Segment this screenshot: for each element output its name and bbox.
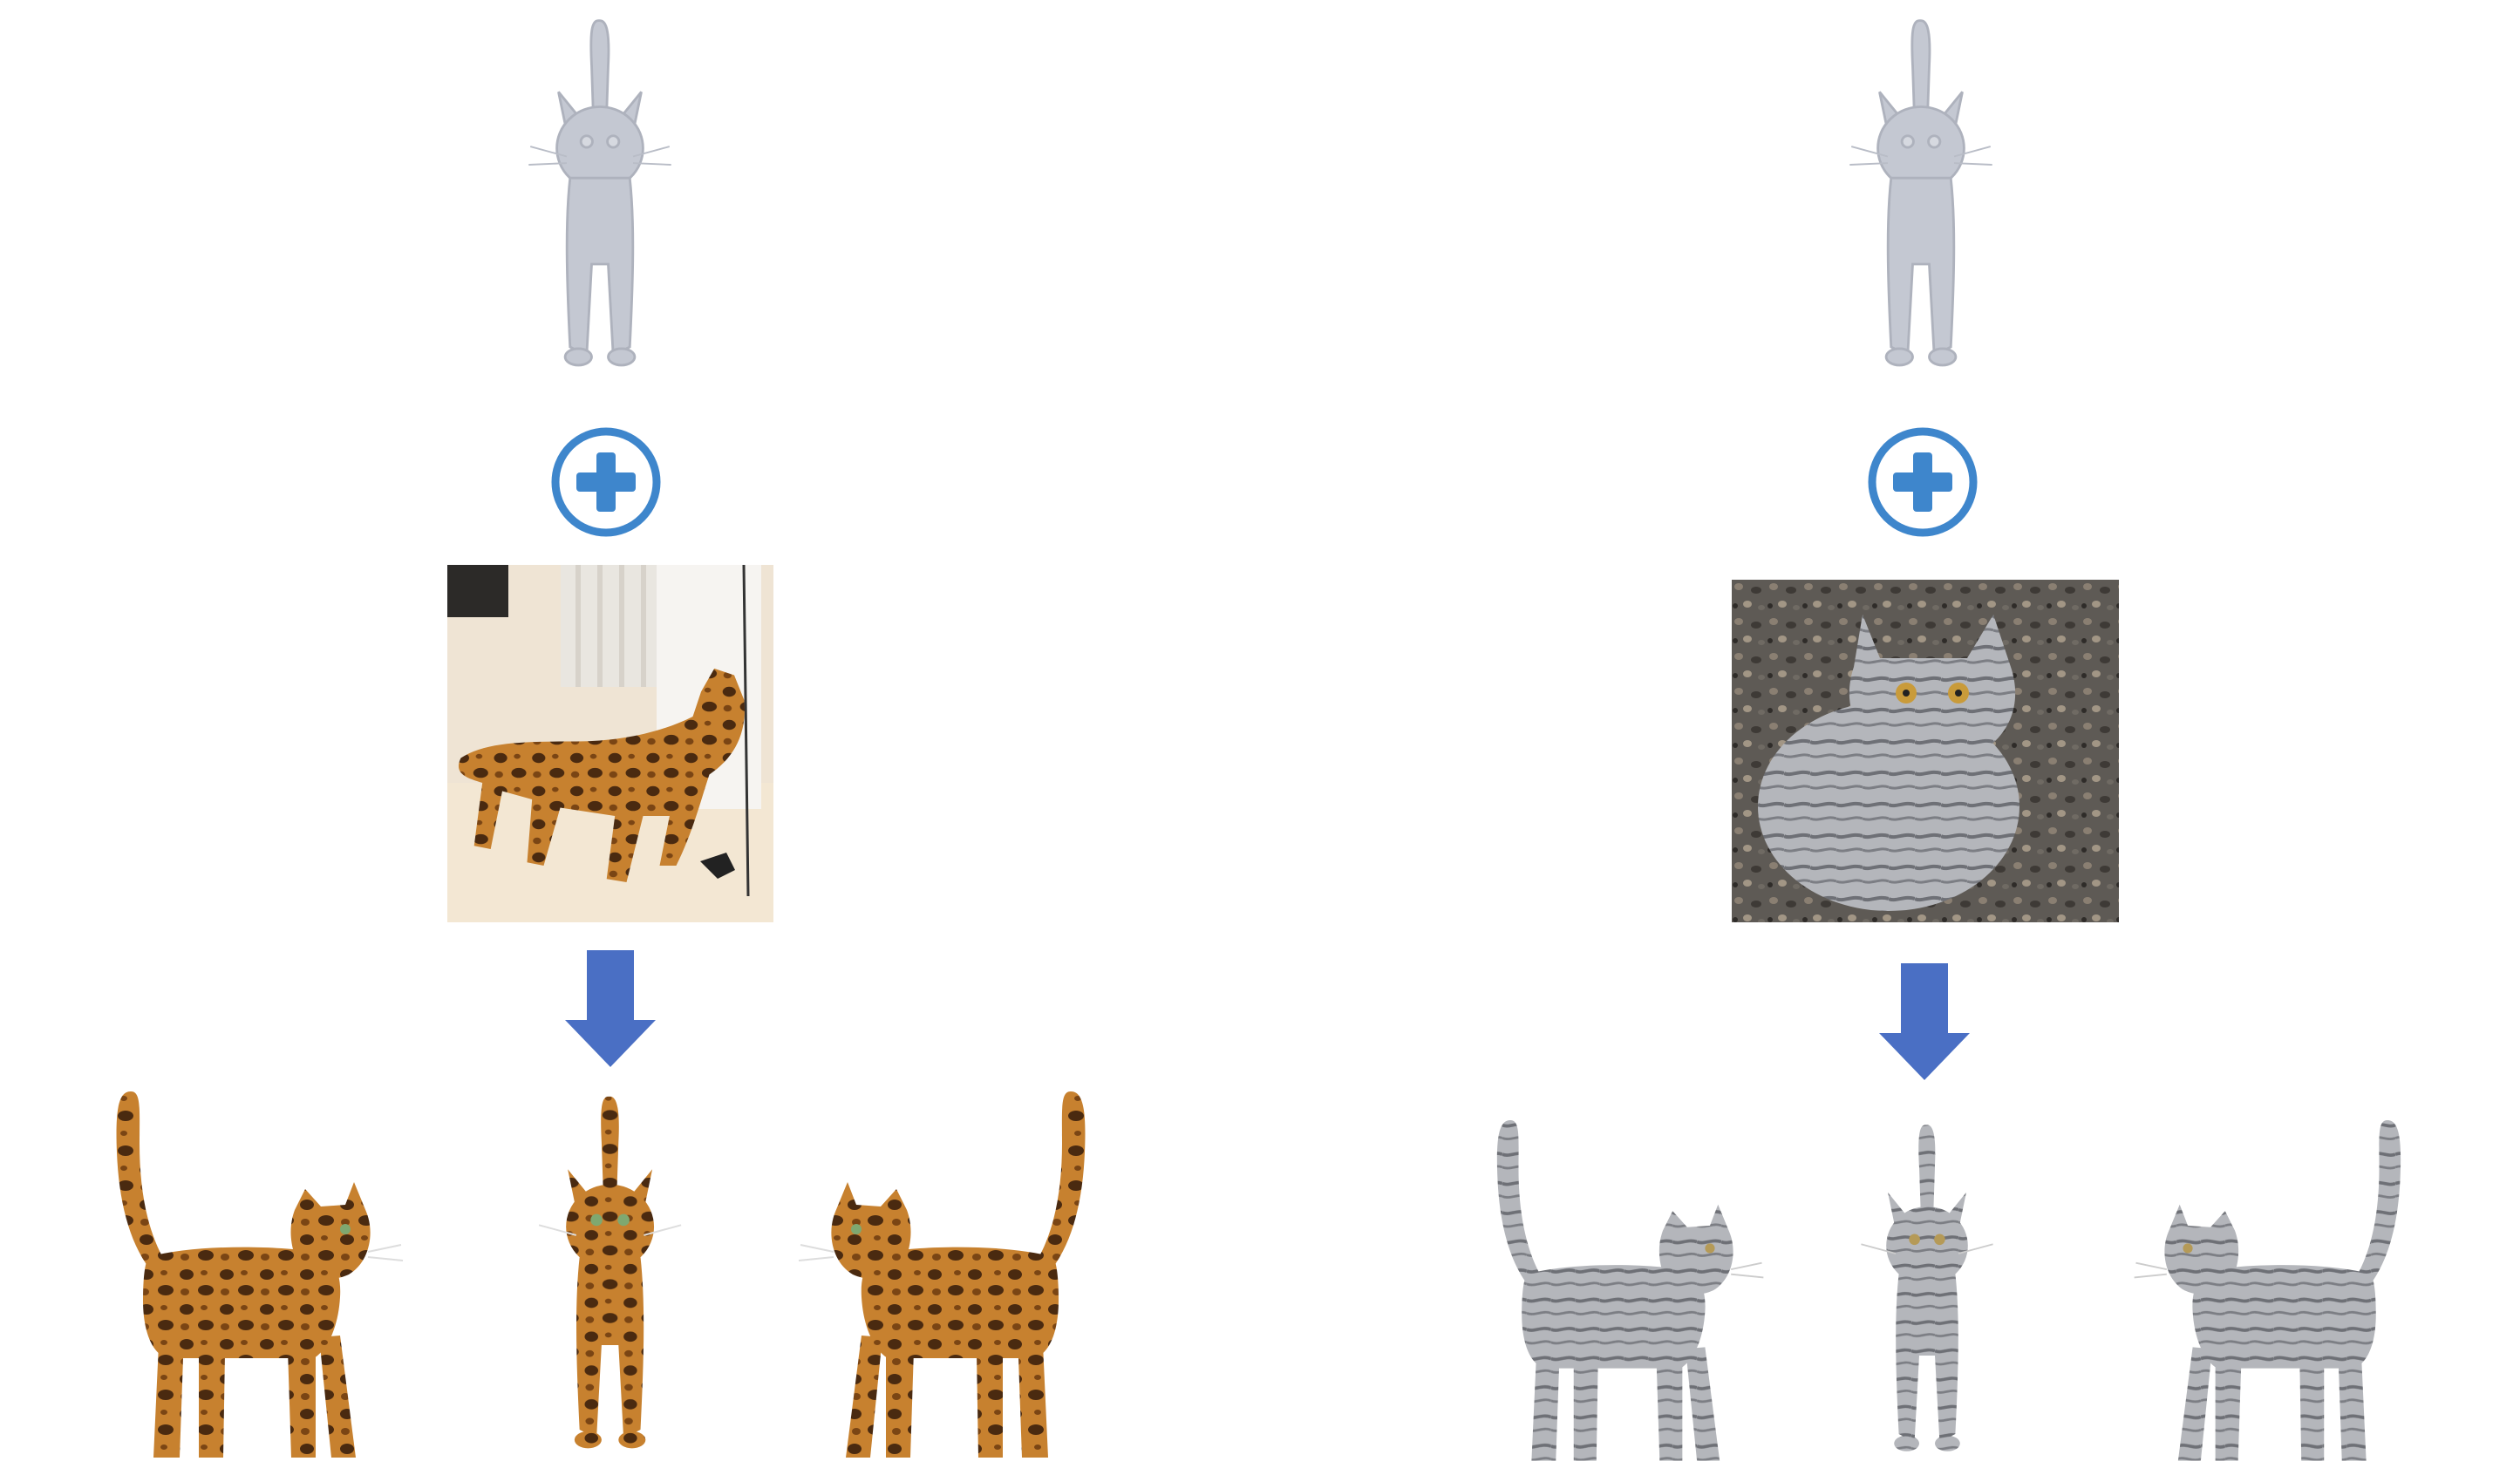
plus-circle-icon: [551, 427, 661, 537]
arrow-down-icon: [1879, 963, 1970, 1080]
output-side-view-right: [1496, 1120, 1764, 1461]
output-side-view-left: [798, 1091, 1086, 1458]
output-front-view: [538, 1096, 682, 1449]
output-side-view-left: [2134, 1120, 2401, 1461]
output-side-view-right: [116, 1091, 404, 1458]
silver-tabby-panel: [1260, 0, 2520, 1475]
output-front-view: [1861, 1125, 1993, 1451]
bengal-cat-photo: [447, 564, 773, 922]
untextured-cat-mesh: [528, 19, 671, 367]
arrow-down-icon: [565, 950, 656, 1067]
plus-circle-icon: [1868, 427, 1978, 537]
untextured-cat-mesh: [1849, 19, 1992, 367]
silver-tabby-cat-photo: [1732, 580, 2119, 922]
bengal-panel: [116, 19, 1086, 1458]
